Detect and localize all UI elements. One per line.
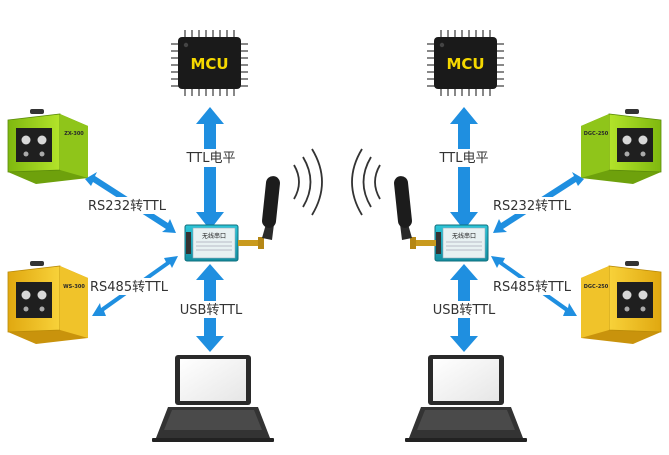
- right-mcu-chip: MCU: [427, 30, 504, 96]
- left-laptop-icon: [152, 355, 274, 442]
- right-rs485-label-bg: [491, 278, 573, 295]
- left-ttl-label: TTL电平: [186, 151, 236, 166]
- left-rs485-label: RS485转TTL: [90, 280, 169, 295]
- right-mcu-label: MCU: [446, 55, 484, 73]
- right-mcu-body: [434, 37, 497, 89]
- left-ttl-label-bg: [186, 149, 236, 167]
- right-ttl-arrow: [450, 107, 478, 230]
- right-welder-bottom-icon: DGC-250: [581, 261, 662, 344]
- left-welder-top-icon: ZX-300: [7, 109, 88, 184]
- left-sma-connector: [238, 240, 262, 246]
- left-welder-bottom-icon: WS-300: [7, 261, 88, 344]
- right-welder-top-icon: DGC-250: [581, 109, 662, 184]
- right-rs232-label-bg: [491, 197, 573, 214]
- right-welder-bottom-model: DGC-250: [584, 284, 609, 290]
- right-rs485-label: RS485转TTL: [493, 280, 572, 295]
- left-rs485-label-bg: [88, 278, 170, 295]
- right-usb-label-bg: [429, 301, 499, 318]
- left-signal-waves-icon: [293, 148, 323, 216]
- left-mcu-body: [178, 37, 241, 89]
- right-module-label: 无线串口: [452, 232, 476, 240]
- right-antenna-icon: [394, 176, 412, 240]
- left-rs232-label-bg: [86, 197, 168, 214]
- left-system: MCU TTL电平 无线串口: [7, 30, 323, 442]
- right-ttl-label: TTL电平: [439, 151, 489, 166]
- left-usb-label: USB转TTL: [180, 303, 243, 318]
- right-welder-top-model: DGC-250: [584, 131, 609, 137]
- left-rs232-label: RS232转TTL: [88, 199, 167, 214]
- left-module-label: 无线串口: [202, 232, 226, 240]
- right-laptop-icon: [405, 355, 527, 442]
- left-welder-bottom-model: WS-300: [63, 284, 85, 290]
- left-ttl-arrow: [196, 107, 224, 230]
- right-signal-waves-icon: [351, 148, 381, 216]
- right-ttl-label-bg: [439, 149, 489, 167]
- left-wireless-module: 无线串口: [184, 224, 264, 262]
- right-usb-label: USB转TTL: [433, 303, 496, 318]
- left-mcu-chip: MCU: [171, 30, 248, 96]
- right-sma-connector: [412, 240, 436, 246]
- left-usb-label-bg: [176, 301, 246, 318]
- right-rs232-label: RS232转TTL: [493, 199, 572, 214]
- right-system: MCU TTL电平 无线串口: [351, 30, 662, 442]
- left-mcu-label: MCU: [190, 55, 228, 73]
- left-antenna-icon: [262, 176, 280, 240]
- right-wireless-module: 无线串口: [410, 224, 489, 262]
- left-welder-top-model: ZX-300: [64, 131, 84, 137]
